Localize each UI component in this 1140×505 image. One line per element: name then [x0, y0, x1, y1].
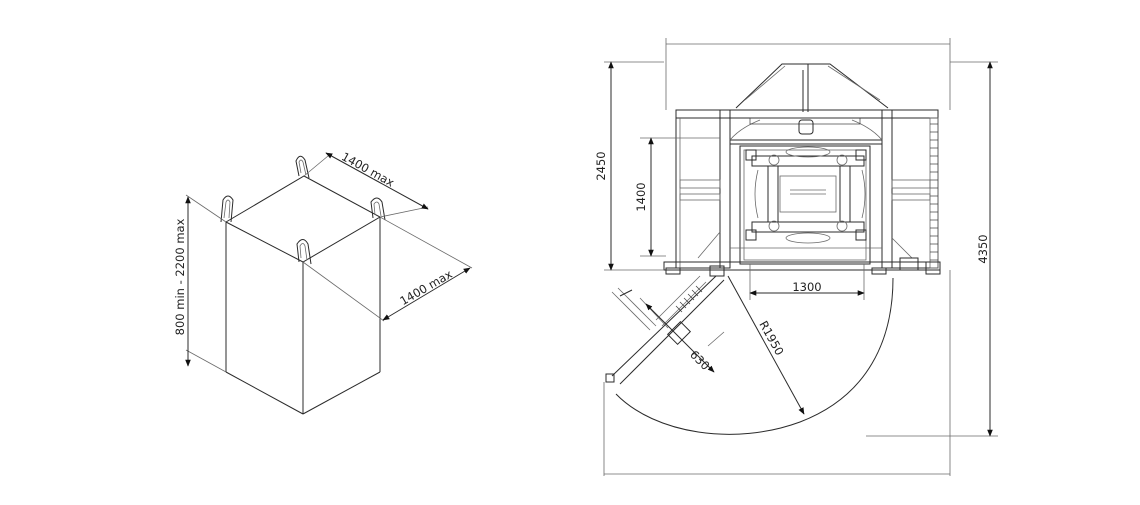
bag-width-side-dimension: 1400 max — [302, 216, 473, 322]
lifting-loop-top — [295, 155, 310, 179]
bag-width-top-label: 1400 max — [339, 149, 397, 189]
machine-base — [663, 261, 941, 277]
lifting-loop-front — [296, 239, 312, 265]
inner-width-dimension: 1300 — [749, 264, 865, 300]
inner-height-dimension: 1400 — [634, 137, 720, 257]
bag-height-dimension: 800 min - 2200 max — [173, 194, 227, 373]
frame-height-dimension: 2450 — [594, 61, 664, 271]
lifting-loop-left — [220, 195, 234, 223]
big-bag-drawing: 800 min - 2200 max 1400 max 1400 max — [173, 149, 473, 415]
inner-width-label: 1300 — [792, 280, 821, 294]
machine-plan-drawing: 2450 1400 4350 1300 R1950 — [594, 38, 998, 476]
frame-height-label: 2450 — [594, 151, 608, 180]
inner-height-label: 1400 — [634, 182, 648, 211]
door-radius-dimension: R1950 — [727, 275, 805, 415]
machine-hood — [735, 63, 889, 112]
bag-height-label: 800 min - 2200 max — [173, 218, 187, 335]
overall-height-label: 4350 — [976, 234, 990, 263]
overall-height-dimension: 4350 — [866, 61, 998, 437]
bag-outline — [225, 175, 382, 415]
lifting-carriage — [730, 145, 882, 265]
bag-width-side-label: 1400 max — [397, 267, 454, 308]
outer-envelope — [603, 38, 951, 476]
door-depth-label: 630 — [687, 347, 712, 372]
door-swing-arc — [615, 277, 894, 435]
bag-width-top-dimension: 1400 max — [303, 149, 429, 218]
door-radius-label: R1950 — [756, 318, 786, 357]
right-side-panel — [891, 117, 939, 271]
left-side-panel — [675, 117, 721, 269]
